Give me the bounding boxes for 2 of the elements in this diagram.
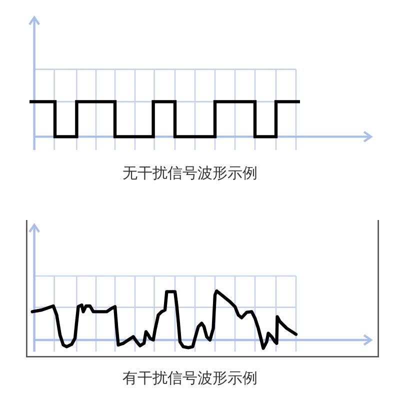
caption: 无干扰信号波形示例 bbox=[122, 164, 258, 182]
caption: 有干扰信号波形示例 bbox=[122, 369, 258, 387]
